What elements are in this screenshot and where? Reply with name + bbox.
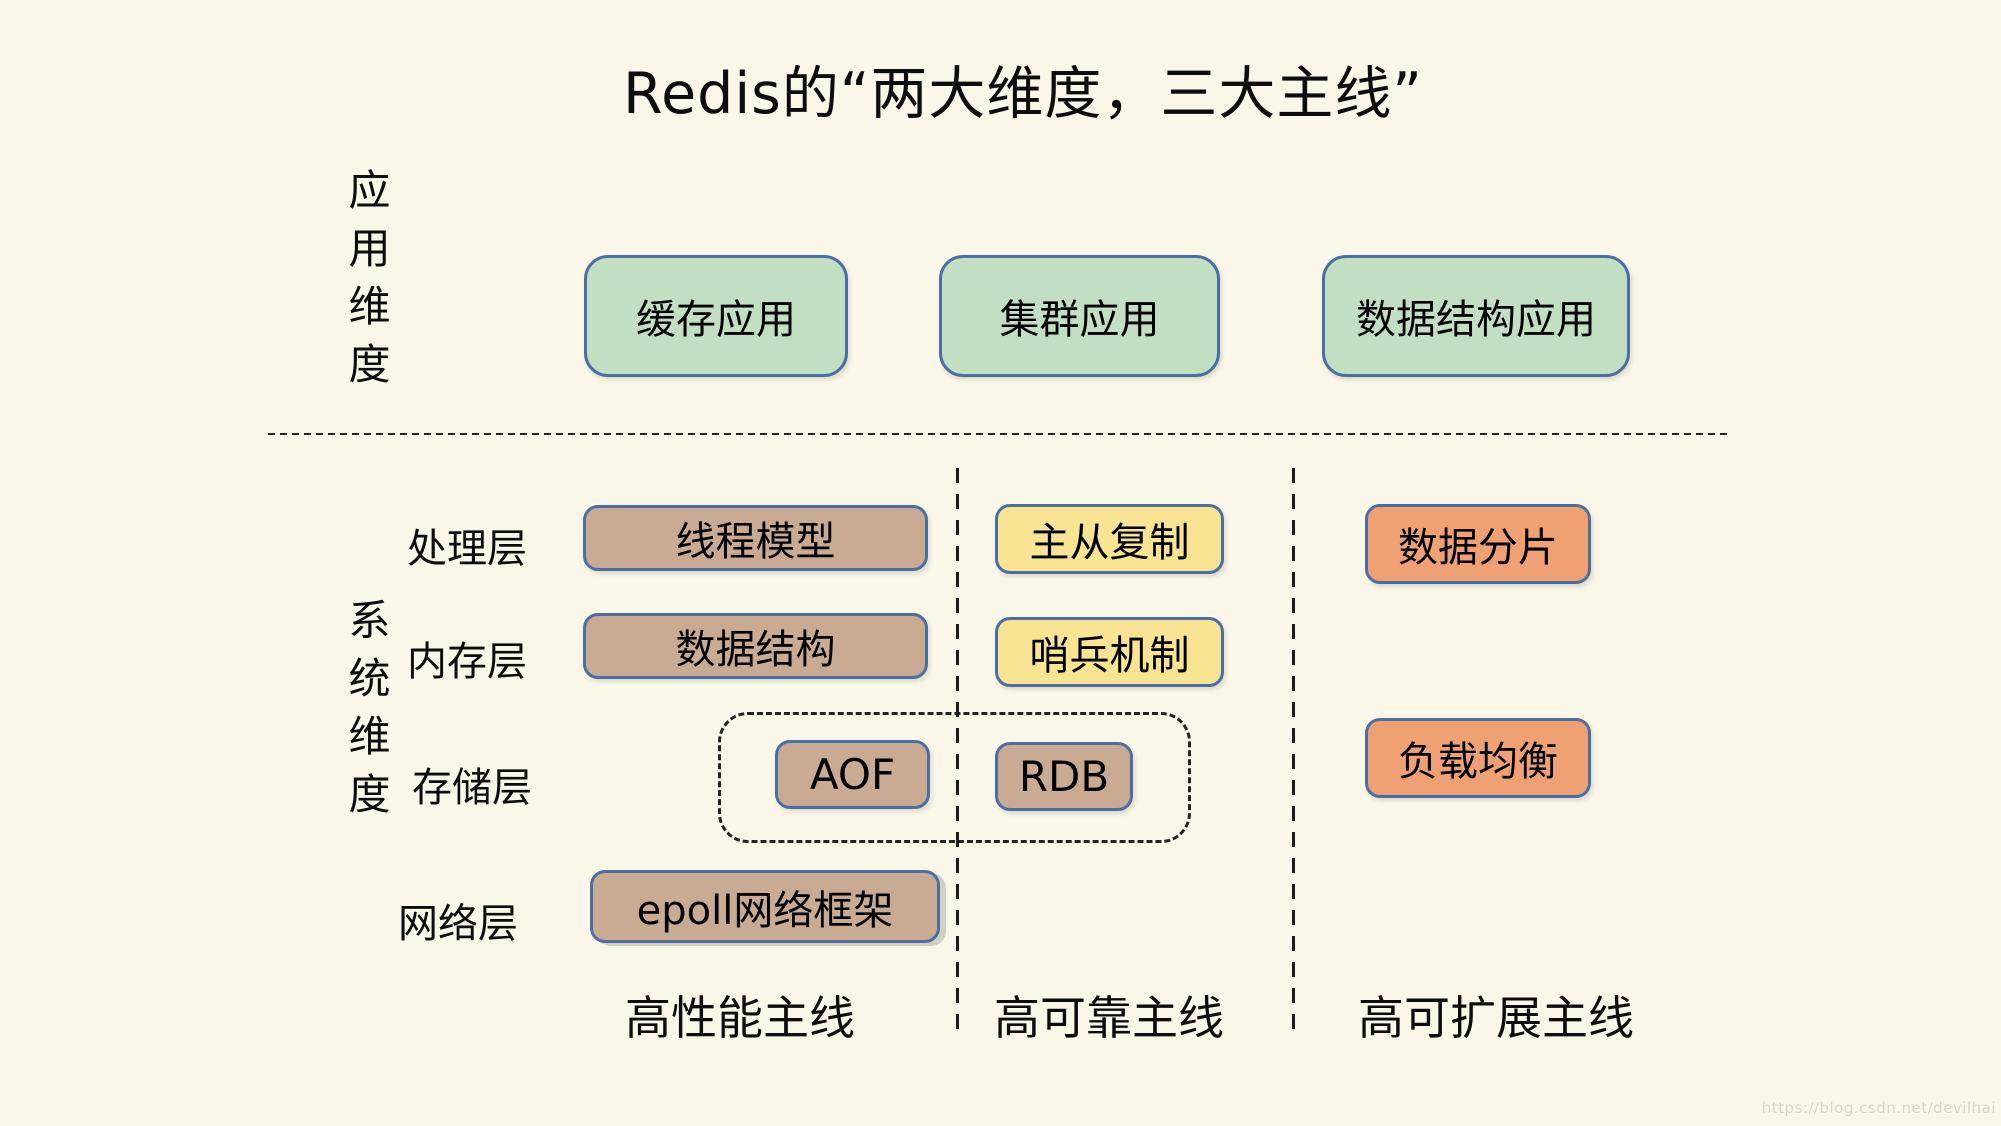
system-box-sharding-label: 数据分片 (1398, 525, 1558, 571)
system-box-aof: AOF (775, 740, 930, 809)
layer-label-network: 网络层 (398, 901, 518, 947)
horizontal-divider-dashed-line (268, 433, 1732, 435)
dimension-label-system: 系统维度 (342, 598, 391, 830)
layer-label-processing: 处理层 (407, 526, 527, 572)
system-box-epoll-label: epoll网络框架 (636, 887, 894, 934)
system-box-master-slave: 主从复制 (995, 504, 1224, 574)
mainline-label-scalability: 高可扩展主线 (1358, 991, 1634, 1045)
column-divider-right-dashed-line (1292, 468, 1295, 1040)
system-box-sharding: 数据分片 (1365, 504, 1591, 584)
layer-label-storage: 存储层 (412, 765, 532, 811)
system-box-rdb: RDB (995, 742, 1133, 811)
system-box-data-structure: 数据结构 (583, 613, 928, 679)
system-box-master-slave-label: 主从复制 (1029, 520, 1190, 566)
mainline-label-reliability: 高可靠主线 (994, 991, 1224, 1045)
app-box-cluster-label: 集群应用 (999, 297, 1160, 343)
column-divider-left-dashed-line (956, 468, 959, 1040)
system-box-sentinel: 哨兵机制 (995, 617, 1224, 687)
system-box-rdb-label: RDB (1018, 752, 1110, 801)
app-box-cluster: 集群应用 (939, 255, 1220, 377)
app-box-cache-label: 缓存应用 (636, 297, 796, 343)
page-title: Redis的“两大维度，三大主线” (623, 61, 1423, 127)
system-box-epoll: epoll网络框架 (590, 870, 940, 943)
system-box-thread-model: 线程模型 (583, 505, 928, 571)
system-box-sentinel-label: 哨兵机制 (1029, 633, 1190, 679)
dimension-label-application: 应用维度 (342, 168, 391, 400)
system-box-data-structure-label: 数据结构 (675, 627, 836, 673)
persistence-dashed-group (718, 712, 1191, 843)
system-box-aof-label: AOF (809, 750, 896, 799)
app-box-data-structure: 数据结构应用 (1322, 255, 1630, 377)
system-box-thread-model-label: 线程模型 (675, 519, 836, 565)
system-box-load-balance: 负载均衡 (1365, 718, 1591, 798)
app-box-data-structure-label: 数据结构应用 (1356, 297, 1596, 343)
system-box-load-balance-label: 负载均衡 (1398, 739, 1558, 785)
mainline-label-performance: 高性能主线 (625, 991, 855, 1045)
watermark-url: https://blog.csdn.net/devilhai (1761, 1099, 1996, 1117)
layer-label-memory: 内存层 (407, 639, 527, 685)
app-box-cache: 缓存应用 (584, 255, 848, 377)
